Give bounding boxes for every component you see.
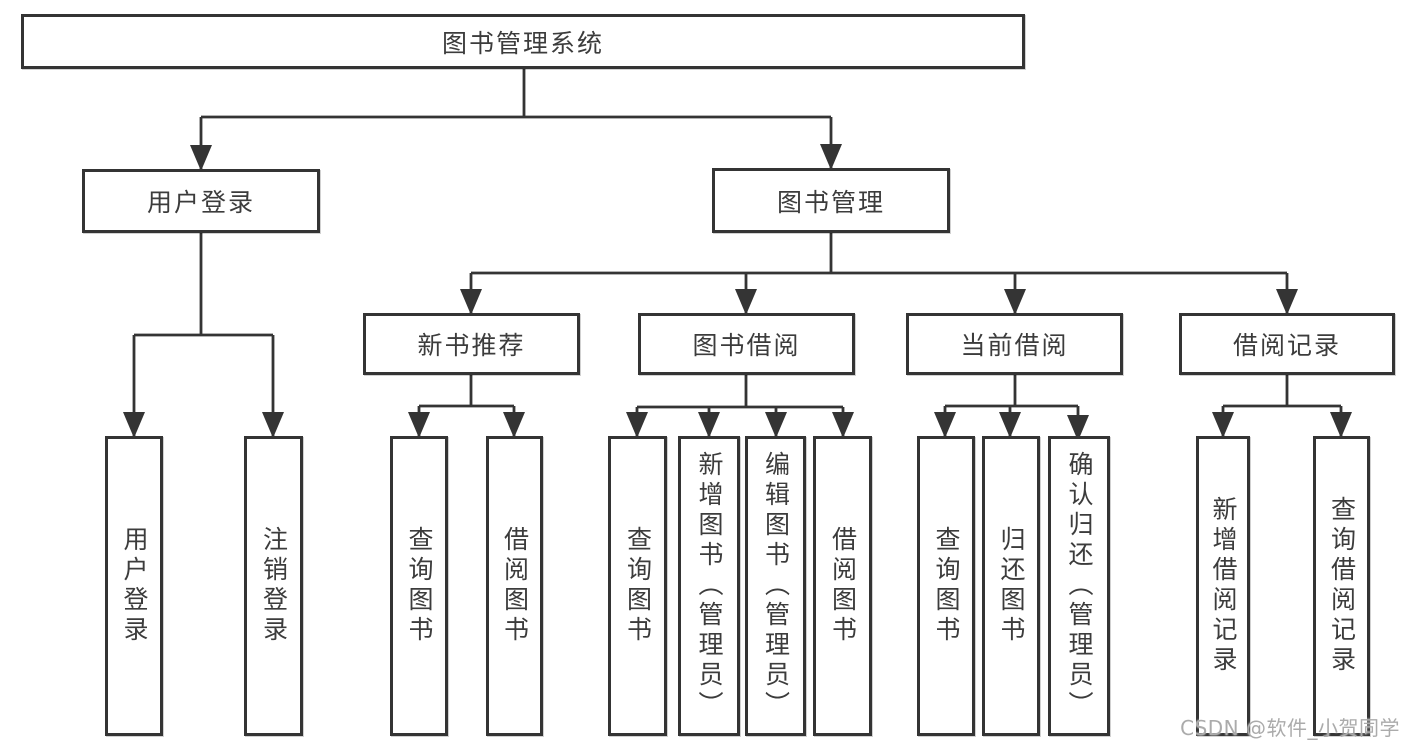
node-label: 新书推荐 bbox=[417, 331, 526, 360]
node-label: 查询借阅记录 bbox=[1327, 496, 1357, 676]
node-book-mgmt: 图书管理 bbox=[712, 168, 950, 233]
node-label: 用户登录 bbox=[146, 188, 255, 217]
node-label: 注销登录 bbox=[259, 526, 289, 646]
node-br-add: 新增借阅记录 bbox=[1196, 436, 1250, 736]
node-cb-confirm: 确认归还（管理员） bbox=[1048, 436, 1110, 736]
node-br-query: 查询借阅记录 bbox=[1313, 436, 1370, 736]
edge-book-borrow bbox=[637, 375, 843, 409]
node-root: 图书管理系统 bbox=[21, 14, 1025, 69]
node-nb-borrow: 借阅图书 bbox=[486, 436, 543, 736]
node-label: 借阅图书 bbox=[500, 526, 530, 646]
node-bb-edit: 编辑图书（管理员） bbox=[745, 436, 806, 736]
node-bb-query: 查询图书 bbox=[608, 436, 667, 736]
node-login: 用户登录 bbox=[105, 436, 163, 736]
node-label: 查询图书 bbox=[932, 526, 961, 646]
node-label: 查询图书 bbox=[405, 526, 434, 646]
edge-root bbox=[201, 69, 831, 119]
node-label: 确认归还（管理员） bbox=[1065, 451, 1094, 721]
node-label: 当前借阅 bbox=[960, 331, 1069, 360]
edge-current-borrow bbox=[945, 375, 1078, 408]
node-label: 图书管理系统 bbox=[441, 28, 604, 58]
node-new-book-rec: 新书推荐 bbox=[363, 313, 580, 375]
node-cb-return: 归还图书 bbox=[982, 436, 1040, 736]
node-label: 借阅记录 bbox=[1232, 331, 1341, 360]
node-cb-query: 查询图书 bbox=[917, 436, 975, 736]
node-label: 借阅图书 bbox=[828, 526, 858, 646]
node-label: 编辑图书（管理员） bbox=[761, 451, 791, 721]
node-label: 用户登录 bbox=[120, 526, 149, 646]
node-borrow-record: 借阅记录 bbox=[1179, 313, 1395, 375]
node-current-borrow: 当前借阅 bbox=[906, 313, 1123, 375]
node-label: 图书借阅 bbox=[692, 331, 801, 360]
node-label: 归还图书 bbox=[997, 526, 1026, 646]
node-book-borrow: 图书借阅 bbox=[638, 313, 855, 375]
edge-borrow-record bbox=[1223, 375, 1341, 408]
node-nb-query: 查询图书 bbox=[390, 436, 448, 736]
node-label: 查询图书 bbox=[623, 526, 653, 646]
node-bb-borrow: 借阅图书 bbox=[813, 436, 872, 736]
node-logout: 注销登录 bbox=[244, 436, 303, 736]
edge-book-mgmt bbox=[471, 233, 1287, 275]
node-bb-add: 新增图书（管理员） bbox=[678, 436, 740, 736]
node-label: 新增借阅记录 bbox=[1209, 496, 1238, 676]
node-label: 图书管理 bbox=[776, 187, 885, 217]
edge-user-login bbox=[134, 233, 273, 337]
edge-new-book-rec bbox=[419, 375, 514, 408]
node-label: 新增图书（管理员） bbox=[695, 451, 724, 721]
node-user-login: 用户登录 bbox=[82, 169, 320, 233]
watermark: CSDN @软件_小贺同学 bbox=[1180, 716, 1400, 740]
